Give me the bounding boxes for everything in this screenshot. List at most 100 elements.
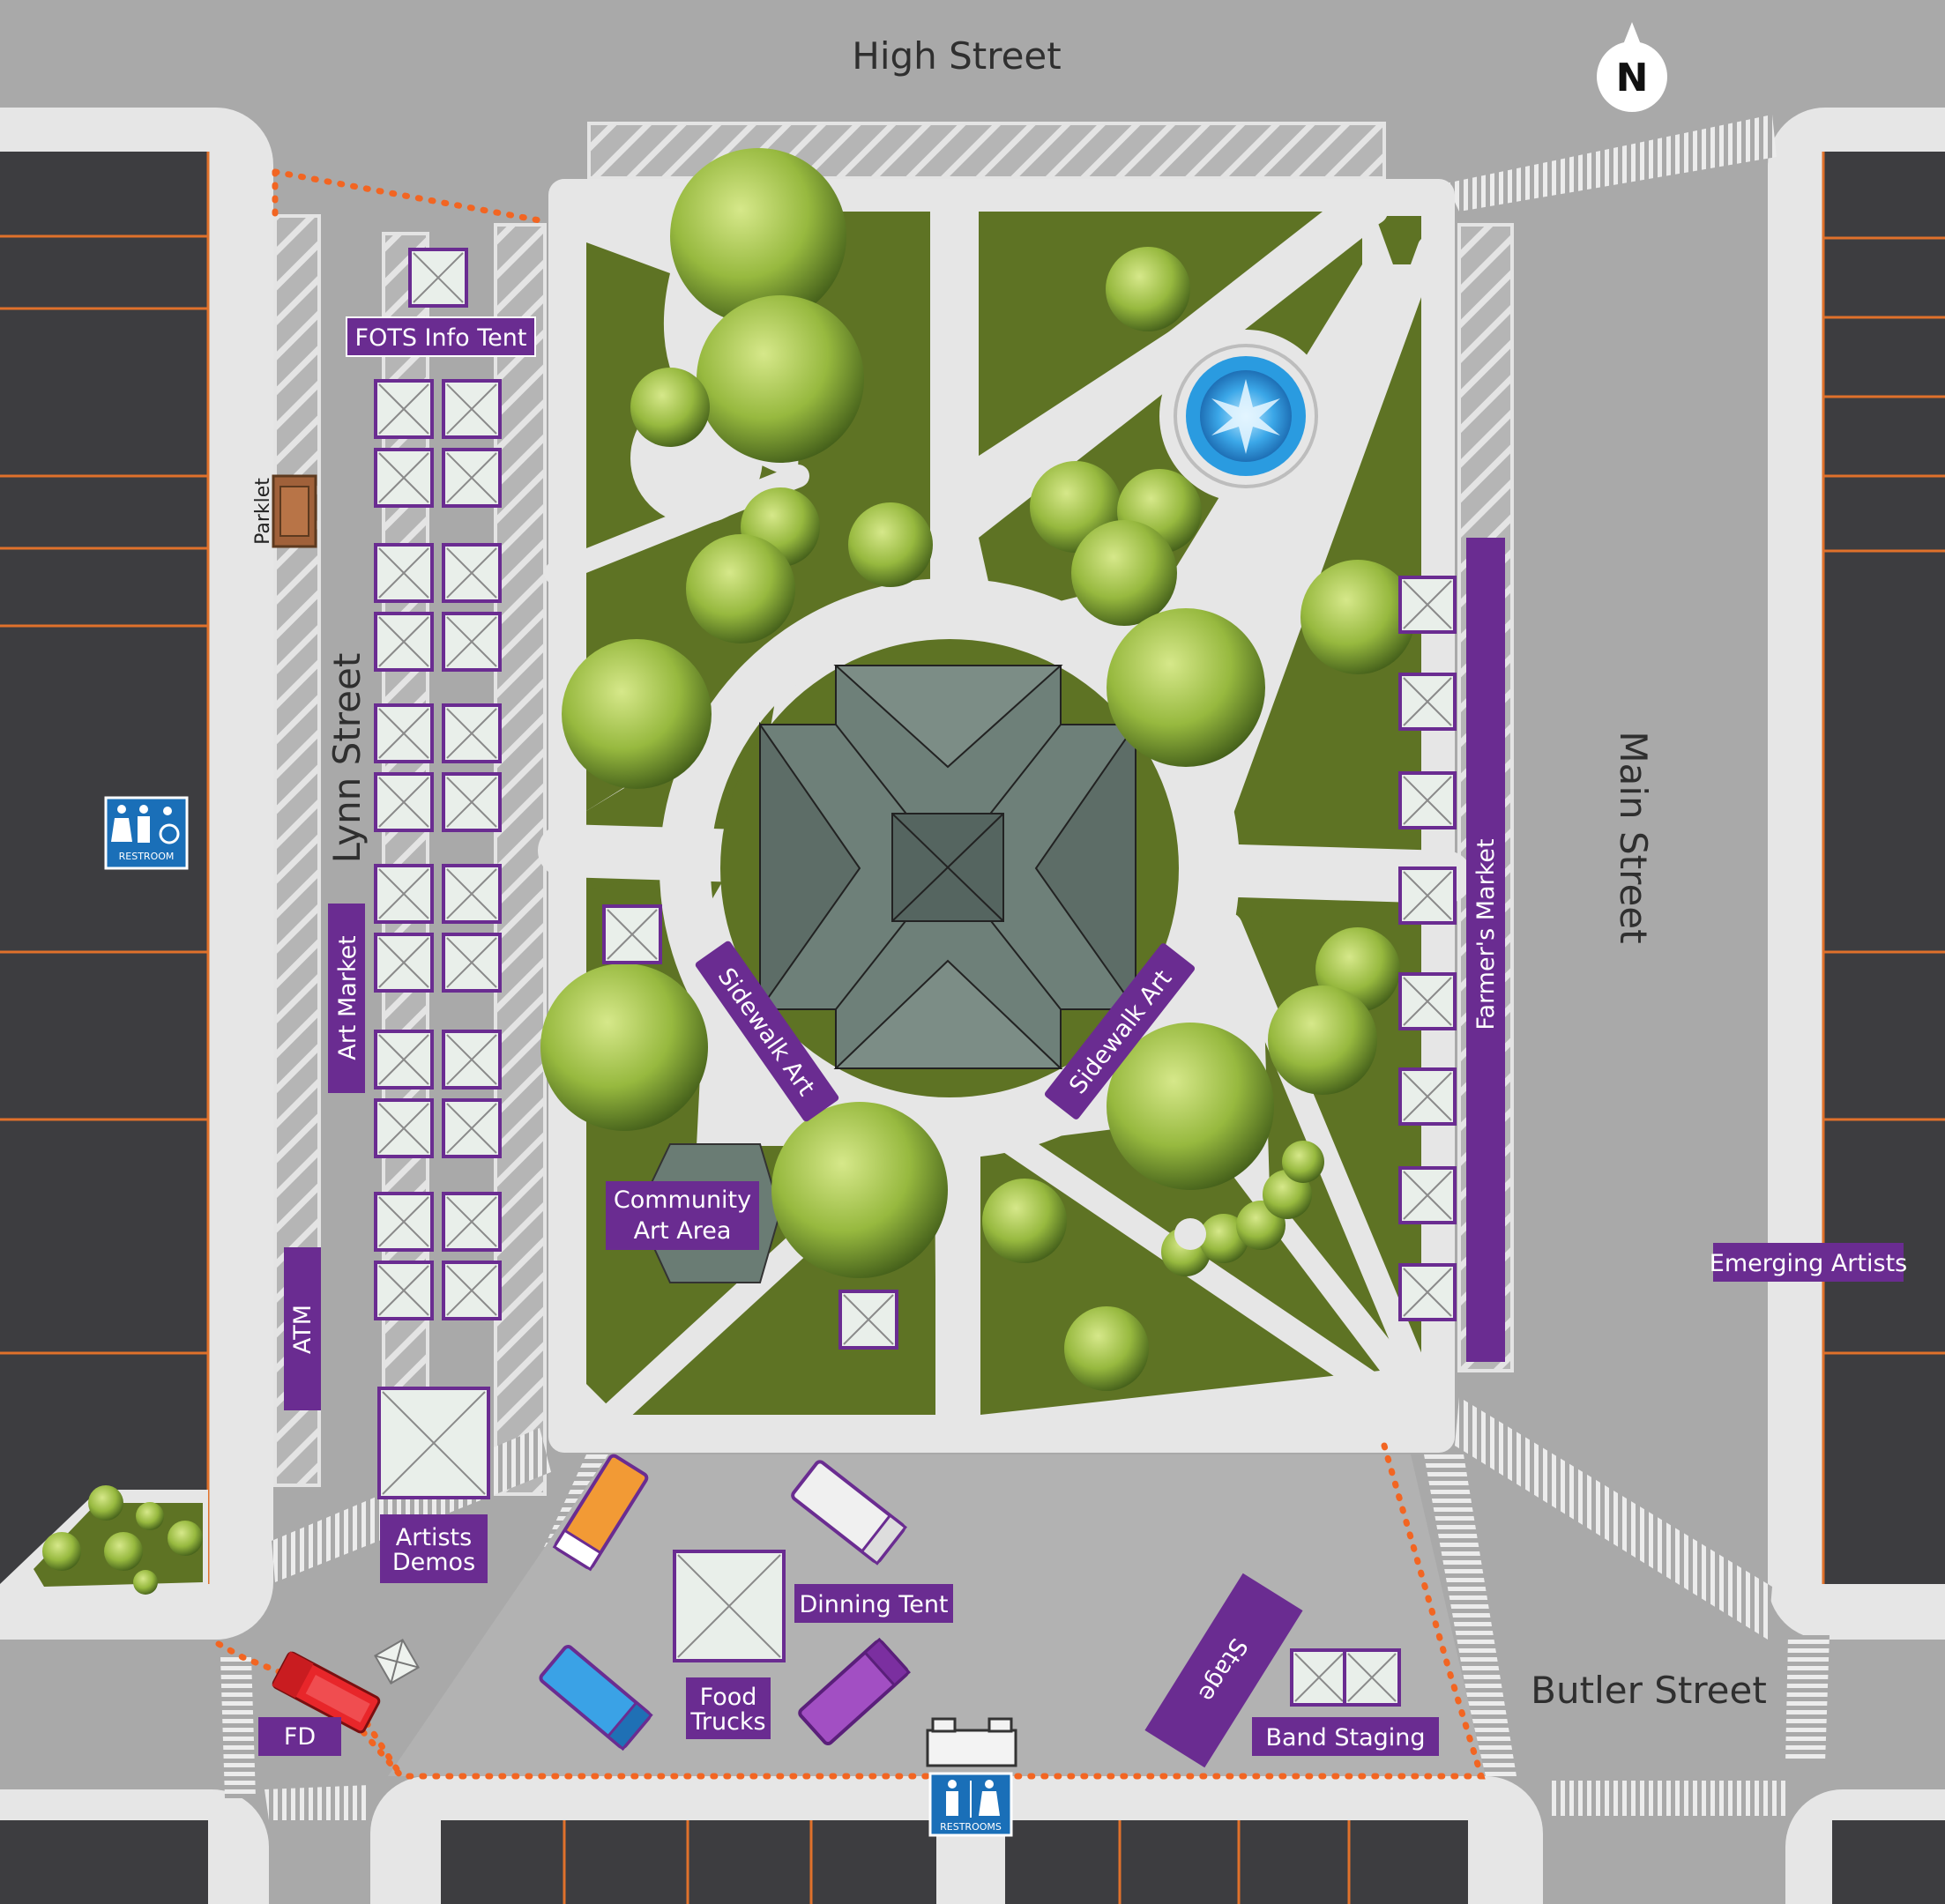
- tree-icon: [1064, 1306, 1149, 1391]
- artists-demos-tent: [377, 1387, 490, 1499]
- fd-label: FD: [284, 1723, 316, 1751]
- artists-demos-label-1: Artists: [396, 1524, 472, 1551]
- restroom-west-label: RESTROOM: [119, 851, 175, 862]
- art-market-tent: [374, 933, 434, 993]
- art-market-tent: [374, 1192, 434, 1252]
- art-market-tent: [442, 933, 502, 993]
- art-market-tent: [442, 543, 502, 603]
- west-block: [0, 108, 273, 1640]
- street-label-lynn: Lynn Street: [325, 653, 369, 864]
- park-tent: [602, 904, 662, 964]
- band-staging-label: Band Staging: [1265, 1724, 1425, 1752]
- restroom-south-label: RESTROOMS: [940, 1821, 1002, 1833]
- tree-icon: [168, 1521, 203, 1556]
- restroom-people-icon: [111, 805, 180, 844]
- emerging-artists-box: [1713, 1243, 1904, 1282]
- art-market-tent: [442, 1030, 502, 1090]
- tree-icon: [848, 502, 933, 587]
- art-market-tent: [374, 1030, 434, 1090]
- art-market-tent: [374, 612, 434, 672]
- tree-icon: [562, 639, 712, 789]
- band-staging-box: [1252, 1717, 1439, 1756]
- art-market-tent: [374, 772, 434, 832]
- food-trucks-label-1: Food: [700, 1684, 757, 1711]
- tree-icon: [686, 534, 795, 643]
- tree-icon: [1106, 247, 1190, 331]
- tree-icon: [1300, 560, 1415, 674]
- trees: [42, 148, 1415, 1595]
- food-truck-blue: [539, 1645, 653, 1752]
- fots-info-tent-box: [346, 316, 536, 357]
- art-market-tent: [442, 864, 502, 924]
- fire-truck: [272, 1651, 381, 1734]
- restroom-trailer: [926, 1717, 1017, 1767]
- stage: Stage: [1144, 1573, 1303, 1768]
- art-market-box: [328, 904, 365, 1093]
- south-east-block: [1785, 1789, 1945, 1904]
- parklet: Parklet: [252, 474, 317, 548]
- art-market-tent: [442, 703, 502, 763]
- fountain: [1159, 330, 1332, 502]
- tree-icon: [1268, 985, 1377, 1095]
- fots-info-tent: [408, 248, 468, 308]
- tree-icon: [670, 148, 846, 324]
- art-market-tent: [374, 703, 434, 763]
- artists-demos-box: [380, 1514, 488, 1583]
- tree-icon: [982, 1179, 1067, 1263]
- east-block: [1768, 108, 1945, 1640]
- art-market-tent: [374, 1098, 434, 1158]
- atm-box: [284, 1247, 321, 1410]
- art-market-tent: [374, 379, 434, 439]
- community-art-area-box: [606, 1181, 759, 1250]
- art-market-tent: [374, 448, 434, 508]
- parklet-label: Parklet: [252, 478, 274, 545]
- food-truck-white: [791, 1460, 907, 1566]
- fd-box: [258, 1717, 341, 1756]
- art-market-tent: [442, 379, 502, 439]
- tree-icon: [697, 295, 864, 463]
- tree-icon: [630, 368, 710, 447]
- fots-info-tent-label: FOTS Info Tent: [355, 324, 527, 352]
- dinning-tent-label: Dinning Tent: [799, 1591, 948, 1618]
- art-market-tent: [374, 864, 434, 924]
- tree-icon: [1199, 1214, 1248, 1263]
- tree-icon: [1107, 608, 1265, 767]
- community-art-label-2: Art Area: [634, 1217, 732, 1245]
- art-market-tent: [442, 612, 502, 672]
- farmers-market-box: [1466, 538, 1505, 1362]
- fd-tent: [374, 1639, 420, 1685]
- restroom-sign-west: RESTROOM: [104, 796, 189, 870]
- food-truck-orange: [552, 1454, 649, 1572]
- north-arrow-icon: N: [1616, 56, 1649, 100]
- tree-icon: [771, 1102, 948, 1278]
- farmers-market-tent: [1398, 1067, 1457, 1126]
- farmers-market-tent: [1398, 972, 1457, 1030]
- atm-label: ATM: [289, 1305, 317, 1354]
- park-tent: [838, 1290, 898, 1350]
- art-market-tent: [442, 1098, 502, 1158]
- farmers-market-tent: [1398, 771, 1457, 829]
- tree-icon: [1107, 1023, 1274, 1190]
- vendor-tents: [374, 248, 1457, 1707]
- street-label-high: High Street: [852, 34, 1062, 78]
- dinning-tent-box: [794, 1584, 953, 1623]
- street-label-butler: Butler Street: [1531, 1669, 1767, 1712]
- artists-demos-label-2: Demos: [392, 1549, 475, 1576]
- tree-icon: [88, 1485, 123, 1521]
- art-market-tent: [374, 1261, 434, 1320]
- tree-icon: [540, 963, 708, 1131]
- farmers-market-tent: [1398, 1166, 1457, 1224]
- farmers-market-tent: [1398, 673, 1457, 731]
- street-label-main: Main Street: [1612, 731, 1655, 943]
- food-trucks-label-2: Trucks: [689, 1708, 765, 1736]
- tree-icon: [42, 1532, 81, 1571]
- food-truck-purple: [798, 1637, 911, 1746]
- restroom-people-icon: [946, 1780, 1000, 1818]
- farmers-market-tent: [1398, 866, 1457, 925]
- band-staging-tent: [1343, 1648, 1401, 1707]
- emerging-artists-label: Emerging Artists: [1710, 1250, 1907, 1277]
- tree-icon: [1282, 1141, 1324, 1183]
- art-market-tent: [442, 1261, 502, 1320]
- art-market-tent: [442, 772, 502, 832]
- dinning-tent: [673, 1550, 786, 1662]
